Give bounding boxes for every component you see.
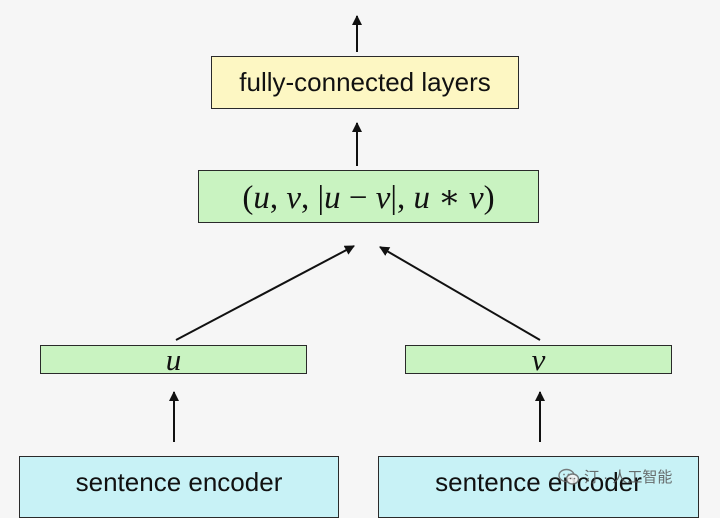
watermark-text: 汀 · 人工智能 <box>584 469 673 486</box>
sentence-encoder-left-label: sentence encoder <box>75 466 283 497</box>
sentence-encoder-right-label: sentence encoder <box>435 466 642 497</box>
combine-formula: (u, v, |u − v|, u ∗ v) <box>242 179 495 216</box>
watermark: 汀 · 人工智能 <box>558 466 672 487</box>
u-embedding-box: u <box>40 342 307 377</box>
sentence-encoder-left-box: sentence encoder <box>19 456 339 518</box>
arrow-v-to-combine <box>379 246 541 341</box>
arrow-u-to-combine <box>175 245 355 341</box>
fully-connected-layers-box: fully-connected layers <box>211 56 519 109</box>
wechat-icon <box>558 468 580 485</box>
fully-connected-layers-label: fully-connected layers <box>239 67 491 97</box>
sentence-encoder-right-box: sentence encoder <box>378 456 699 518</box>
v-embedding-box: v <box>405 342 672 377</box>
v-label: v <box>531 341 546 377</box>
u-label: u <box>165 341 182 377</box>
feature-combination-box: (u, v, |u − v|, u ∗ v) <box>198 170 539 223</box>
